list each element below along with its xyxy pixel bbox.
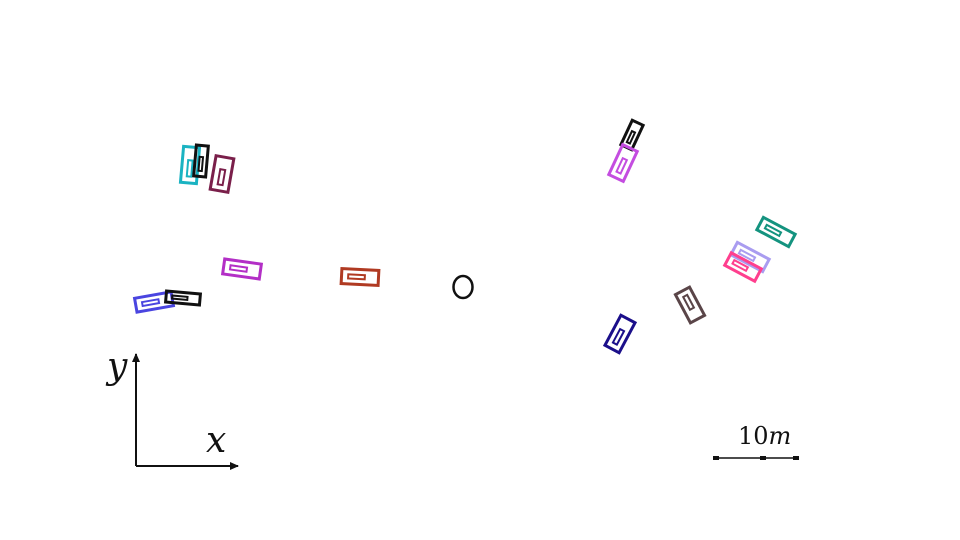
vehicle-body	[163, 289, 203, 307]
vehicle-car-3	[208, 153, 236, 195]
vehicle-heading-mark	[347, 273, 366, 281]
vehicle-car-4	[220, 257, 264, 281]
vehicle-car-9	[606, 142, 640, 184]
vehicle-car-13	[673, 285, 707, 325]
vehicle-car-6	[163, 289, 203, 307]
vehicle-body	[220, 257, 264, 281]
vehicle-heading-mark	[625, 129, 637, 145]
vehicle-heading-mark	[763, 223, 783, 238]
ego-circle-marker	[452, 274, 474, 300]
vehicle-body	[602, 313, 638, 355]
y-axis-label: y	[105, 346, 128, 387]
scale-bar-unit: m	[769, 422, 792, 450]
x-axis-label: x	[206, 420, 226, 461]
vehicle-heading-mark	[170, 294, 189, 302]
vehicle-heading-mark	[197, 155, 205, 173]
vehicle-body	[722, 250, 764, 284]
scale-bar-tick-left	[713, 456, 719, 460]
vehicle-heading-mark	[185, 159, 194, 178]
vehicle-car-10	[754, 215, 798, 249]
scale-bar-tick-mid	[760, 456, 766, 460]
vehicle-heading-mark	[681, 293, 696, 312]
vehicle-body	[208, 153, 236, 195]
vehicle-body	[673, 285, 707, 325]
vehicle-heading-mark	[611, 327, 626, 347]
vehicle-body	[728, 240, 772, 274]
scale-bar-value: 10	[738, 422, 769, 450]
vehicle-heading-mark	[731, 258, 750, 273]
vehicle-heading-mark	[737, 248, 757, 263]
vehicle-body	[754, 215, 798, 249]
vehicle-heading-mark	[140, 298, 161, 308]
vehicle-car-11	[728, 240, 772, 274]
scale-bar-tick-right	[793, 456, 799, 460]
vehicle-heading-mark	[615, 156, 629, 175]
vehicle-car-14	[602, 313, 638, 355]
vehicle-heading-mark	[228, 264, 249, 273]
scale-bar-label: 10m	[738, 422, 791, 450]
vehicle-body	[606, 142, 640, 184]
scale-bar: 10m	[713, 422, 799, 460]
axes: y x	[105, 346, 239, 470]
vehicle-body	[339, 266, 381, 288]
vehicle-layer	[132, 118, 798, 355]
vehicle-car-7	[339, 266, 381, 288]
vehicle-car-12	[722, 250, 764, 284]
vehicle-body	[192, 143, 210, 179]
vehicle-heading-mark	[216, 168, 227, 187]
vehicle-car-2	[192, 143, 210, 179]
